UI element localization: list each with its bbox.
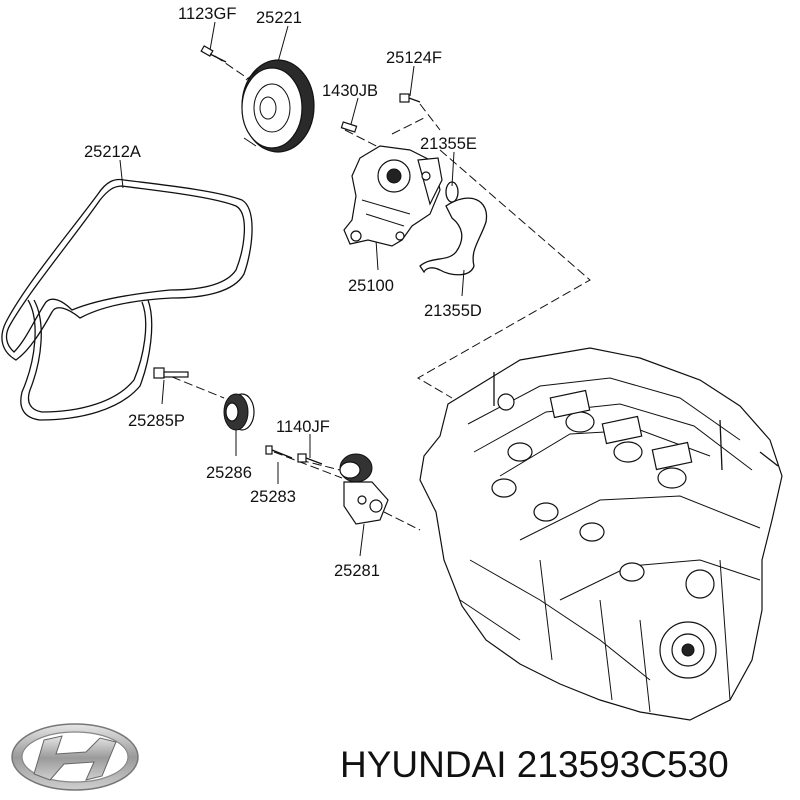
bolt-25283 — [265, 445, 293, 459]
idler-pulley-25286 — [223, 393, 255, 431]
label-21355e: 21355E — [420, 135, 477, 153]
hyundai-logo-icon — [11, 723, 139, 791]
engine-block — [419, 347, 783, 721]
label-21355d: 21355D — [424, 302, 482, 320]
label-25124f: 25124F — [386, 49, 442, 67]
label-25221: 25221 — [256, 9, 302, 27]
label-25281: 25281 — [334, 562, 380, 580]
gasket-21355d — [419, 197, 488, 276]
pin-1430jb — [340, 121, 358, 133]
callout-labels: 1123GF 25221 25124F 1430JB 25212A 21355E… — [84, 5, 482, 580]
water-pump-25100 — [343, 145, 443, 247]
label-1140jf: 1140JF — [276, 418, 330, 436]
label-25286: 25286 — [206, 464, 252, 482]
label-25285p: 25285P — [128, 412, 185, 430]
part-number-caption: HYUNDAI 213593C530 — [340, 744, 729, 785]
leader-lines — [119, 21, 465, 557]
label-1430jb: 1430JB — [322, 82, 378, 100]
pulley-25221 — [241, 59, 315, 153]
label-25283: 25283 — [250, 488, 296, 506]
tensioner-25281 — [339, 453, 389, 525]
label-1123gf: 1123GF — [178, 5, 236, 23]
bolt-1123gf — [200, 45, 227, 63]
bolt-25124f — [399, 93, 421, 103]
drive-belt — [1, 178, 253, 421]
bolt-1140jf — [297, 453, 323, 465]
bolt-25285p — [153, 367, 189, 379]
label-25212a: 25212A — [84, 143, 141, 161]
label-25100: 25100 — [348, 277, 394, 295]
